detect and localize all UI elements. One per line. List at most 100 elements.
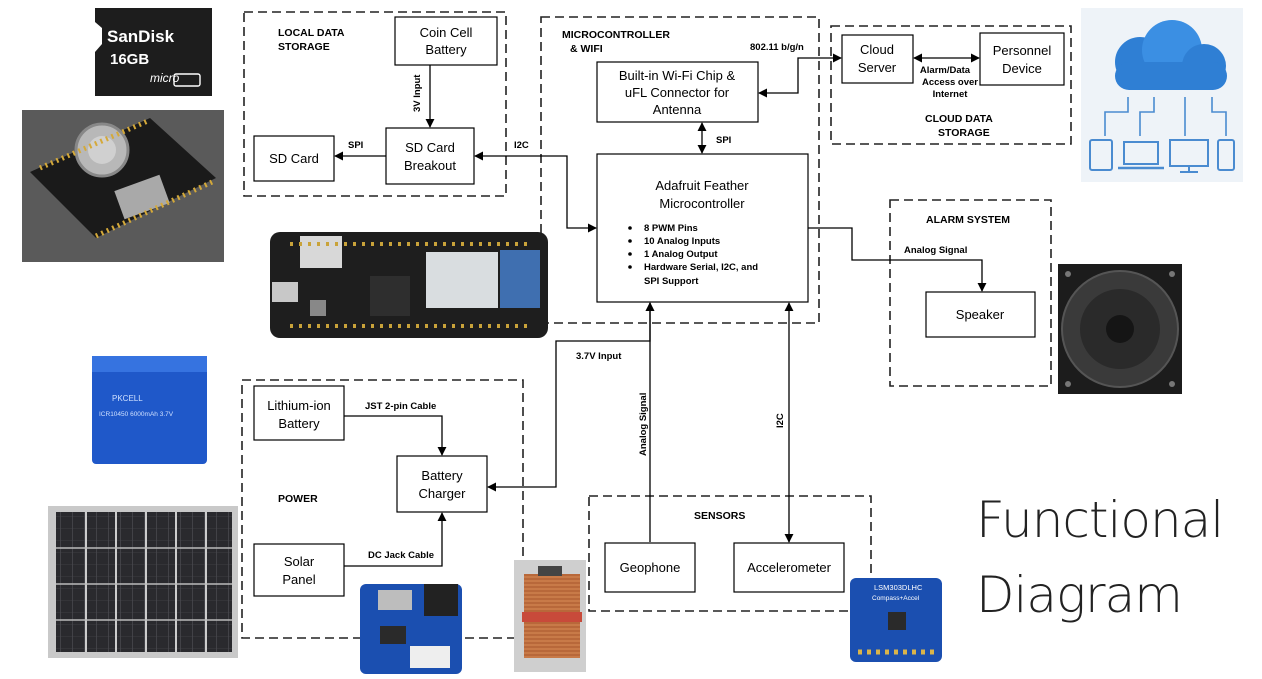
wire-feather-speaker [808, 227, 987, 292]
label-alarm-data-1: Alarm/Data [920, 65, 971, 76]
accelerometer-label: Accelerometer [747, 560, 831, 575]
feather-spec-4: Hardware Serial, I2C, and [644, 262, 758, 273]
cloud-server-label-1: Cloud [860, 42, 894, 57]
battery-photo-model: ICR10450 6000mAh 3.7V [99, 411, 174, 418]
block-speaker [925, 291, 1036, 338]
adalogger-board-photo [22, 110, 224, 262]
feather-spec-5: SPI Support [644, 276, 699, 287]
charger-board-photo [360, 584, 462, 674]
label-analog-speaker: Analog Signal [904, 245, 967, 256]
feather-board-photo [270, 232, 548, 338]
speaker-label: Speaker [956, 307, 1005, 322]
cloud-icon [1115, 20, 1227, 90]
wire-solar-charger [344, 512, 447, 567]
wifi-chip-label-3: Antenna [653, 102, 702, 117]
title-line-1: Functional [976, 491, 1223, 549]
label-i2c-top: I2C [514, 140, 529, 151]
feather-spec-2: 10 Analog Inputs [644, 236, 720, 247]
label-spi-sd: SPI [348, 140, 363, 151]
group-micro-title: MICROCONTROLLER [562, 29, 670, 41]
wire-i2c-breakout-feather [474, 151, 597, 233]
label-spi-wifi: SPI [716, 135, 731, 146]
speaker-photo [1058, 264, 1182, 394]
label-i2c-accel: I2C [775, 413, 786, 428]
label-analog-geophone: Analog Signal [638, 393, 649, 456]
battery-photo-brand: PKCELL [112, 394, 143, 403]
feather-label-2: Microcontroller [659, 196, 745, 211]
monitor-icon [1169, 139, 1209, 173]
block-charger [396, 455, 488, 513]
sd-card-label: SD Card [269, 151, 319, 166]
label-jst-cable: JST 2-pin Cable [365, 401, 436, 412]
block-cloud-server [841, 34, 914, 84]
block-personnel-device [979, 32, 1065, 86]
group-power-title: POWER [278, 493, 318, 505]
li-battery-label-2: Battery [278, 416, 320, 431]
solar-panel-photo [48, 506, 238, 658]
group-local-storage-title: LOCAL DATA [278, 27, 345, 39]
phone-icon [1217, 139, 1235, 171]
block-li-battery [253, 385, 345, 441]
coin-cell-label-1: Coin Cell [420, 25, 473, 40]
sd-photo-brand: SanDisk [107, 27, 175, 46]
charger-label-1: Battery [421, 468, 463, 483]
accel-photo-sub: Compass+Accel [872, 595, 920, 602]
label-3-7v-input: 3.7V Input [576, 351, 622, 362]
block-solar-panel [253, 543, 345, 597]
label-wifi-standard: 802.11 b/g/n [750, 42, 804, 53]
group-sensors-title: SENSORS [694, 510, 745, 522]
group-cloud-title: CLOUD DATA [925, 113, 993, 125]
solar-label-2: Panel [282, 572, 315, 587]
label-dc-jack: DC Jack Cable [368, 550, 434, 561]
group-local-storage-title-2: STORAGE [278, 41, 330, 53]
accel-photo-model: LSM303DLHC [874, 583, 923, 592]
label-3v-input: 3V Input [412, 74, 423, 112]
block-wifi-chip [596, 61, 759, 123]
tablet-icon [1089, 139, 1113, 171]
coin-cell-label-2: Battery [425, 42, 467, 57]
block-feather [596, 153, 809, 303]
feather-spec-1: 8 PWM Pins [644, 223, 698, 234]
group-micro-title-2: & WIFI [570, 43, 603, 55]
wire-battery-charger [344, 415, 447, 456]
network-lines [1104, 97, 1227, 136]
wifi-chip-label-1: Built-in Wi-Fi Chip & [619, 68, 736, 83]
geophone-label: Geophone [620, 560, 681, 575]
group-cloud [830, 25, 1072, 145]
solar-label-1: Solar [284, 554, 315, 569]
label-alarm-data-3: Internet [933, 89, 969, 100]
feather-spec-3: 1 Analog Output [644, 249, 718, 260]
group-sensors [588, 495, 872, 612]
block-sd-breakout [385, 127, 475, 185]
geophone-photo [514, 560, 586, 672]
laptop-icon [1118, 141, 1164, 170]
title-line-2: Diagram [976, 566, 1182, 624]
wire-wifi-cloud [758, 53, 842, 98]
label-alarm-data-2: Access over [922, 77, 978, 88]
sd-photo-type: micro [150, 71, 180, 85]
block-geophone [604, 542, 696, 593]
sd-photo-size: 16GB [110, 51, 149, 68]
wifi-chip-label-2: uFL Connector for [625, 85, 730, 100]
cloud-devices-icon [1081, 8, 1243, 182]
personnel-label-1: Personnel [993, 43, 1052, 58]
group-alarm-title: ALARM SYSTEM [926, 214, 1010, 226]
group-alarm [889, 199, 1052, 387]
cloud-server-label-2: Server [858, 60, 897, 75]
sd-breakout-label-2: Breakout [404, 158, 456, 173]
block-sd-card [253, 135, 335, 182]
personnel-label-2: Device [1002, 61, 1042, 76]
block-coin-cell [394, 16, 498, 66]
sd-breakout-label-1: SD Card [405, 140, 455, 155]
accelerometer-board-photo: LSM303DLHC Compass+Accel [850, 578, 942, 662]
feather-spec-list: 8 PWM Pins 10 Analog Inputs 1 Analog Out… [628, 223, 758, 287]
charger-label-2: Charger [419, 486, 467, 501]
block-accelerometer [733, 542, 845, 593]
group-cloud-title-2: STORAGE [938, 127, 990, 139]
feather-label-1: Adafruit Feather [655, 178, 749, 193]
li-battery-label-1: Lithium-ion [267, 398, 331, 413]
group-local-storage [243, 11, 507, 197]
microsd-card-photo: SanDisk 16GB micro [95, 8, 212, 96]
li-ion-battery-photo: PKCELL ICR10450 6000mAh 3.7V [92, 356, 207, 464]
